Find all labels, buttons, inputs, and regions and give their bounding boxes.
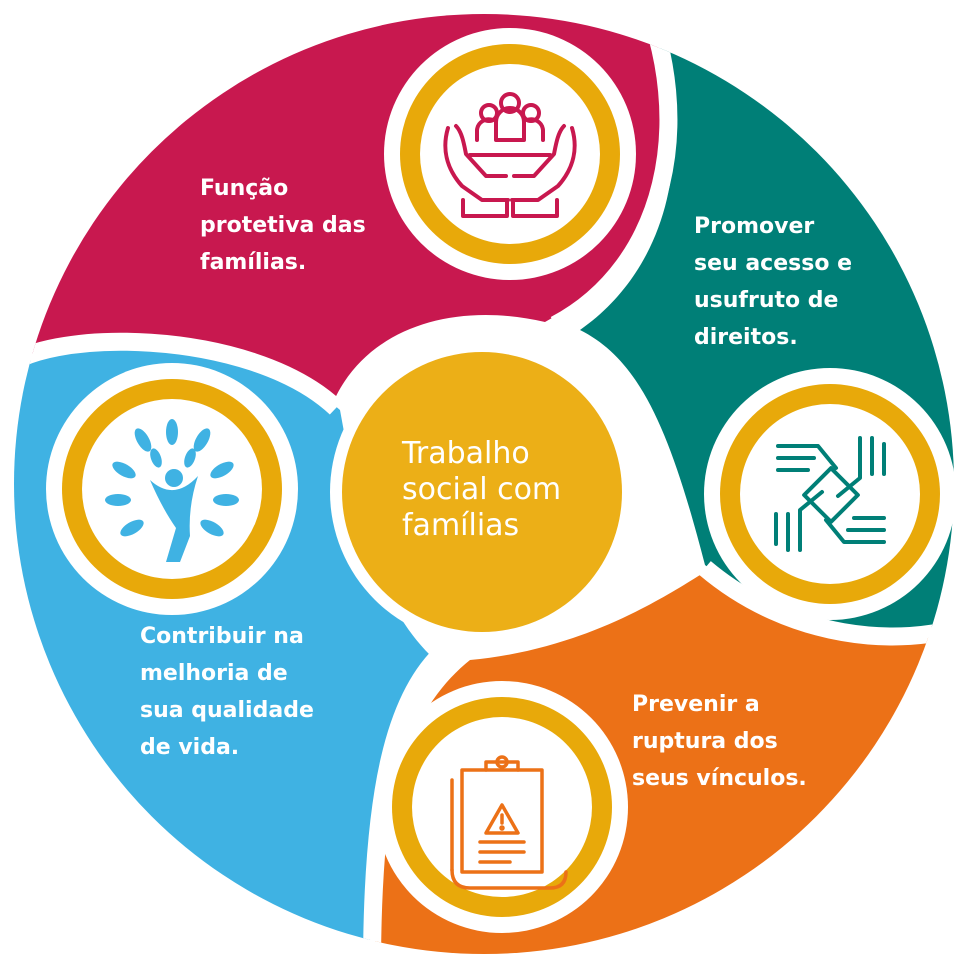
label-line: protetiva das	[200, 213, 366, 238]
label-rights-access: Promover seu acesso e usufruto de direit…	[694, 208, 852, 356]
label-line: de vida.	[140, 735, 240, 760]
label-line: Prevenir a	[632, 692, 760, 717]
label-line: Contribuir na	[140, 624, 304, 649]
tree-person-icon	[105, 419, 239, 562]
center-title: Trabalho social com famílias	[402, 436, 561, 544]
label-line: ruptura dos	[632, 729, 778, 754]
label-line: seus vínculos.	[632, 766, 807, 791]
label-protective-function: Função protetiva das famílias.	[200, 170, 366, 281]
label-line: direitos.	[694, 325, 798, 350]
center-title-line: famílias	[402, 508, 520, 543]
label-line: famílias.	[200, 250, 307, 275]
hands-holding-family-icon	[443, 92, 577, 218]
rights-badge	[704, 368, 956, 620]
label-line: Promover	[694, 214, 815, 239]
label-line: melhoria de	[140, 661, 288, 686]
quality-badge	[46, 363, 298, 615]
center-title-line: social com	[402, 472, 562, 507]
label-prevent-rupture: Prevenir a ruptura dos seus vínculos.	[632, 686, 807, 797]
protective-badge	[384, 28, 636, 280]
label-line: seu acesso e	[694, 251, 853, 276]
label-quality-of-life: Contribuir na melhoria de sua qualidade …	[140, 618, 314, 766]
prevent-badge	[376, 681, 628, 933]
label-line: sua qualidade	[140, 698, 314, 723]
hands-together-icon	[774, 436, 886, 552]
label-line: usufruto de	[694, 288, 839, 313]
clipboard-warning-icon	[450, 755, 568, 890]
center-title-line: Trabalho	[402, 436, 530, 471]
label-line: Função	[200, 176, 289, 201]
